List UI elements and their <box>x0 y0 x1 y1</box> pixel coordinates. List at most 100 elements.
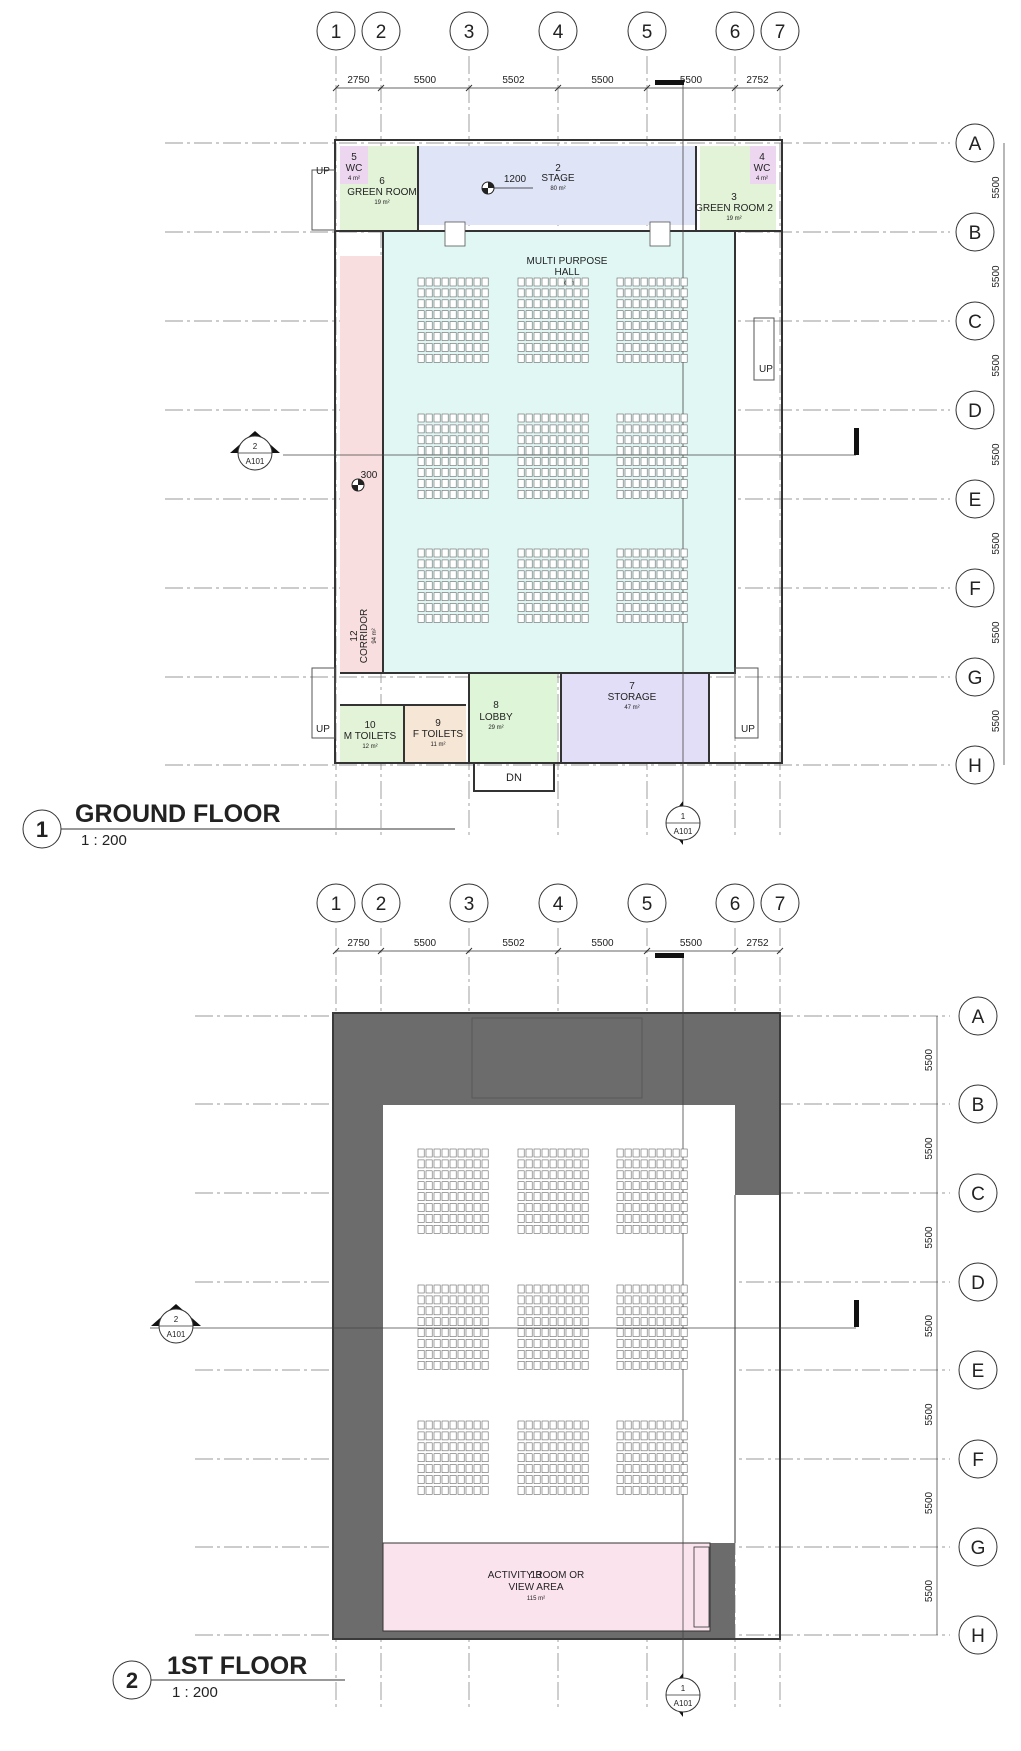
room-stage <box>418 146 696 225</box>
seat <box>457 489 465 499</box>
seat <box>525 1148 533 1158</box>
seat <box>672 1317 680 1326</box>
seat <box>441 343 449 352</box>
seat <box>533 1295 541 1305</box>
room-lobby <box>469 673 557 763</box>
dimension-label-row: 5500 <box>924 1491 935 1514</box>
seat <box>557 321 565 330</box>
seat <box>648 1225 656 1234</box>
seat <box>517 570 525 580</box>
seat <box>457 1361 465 1370</box>
seat <box>616 1464 624 1473</box>
seat <box>533 1442 541 1452</box>
seat <box>473 1361 481 1370</box>
section-marker-number: 1 <box>681 812 686 821</box>
seat <box>632 1339 640 1348</box>
seat <box>533 1361 541 1370</box>
seat <box>481 288 489 298</box>
seat <box>481 435 489 445</box>
seat <box>417 1317 425 1326</box>
seat <box>433 592 441 601</box>
seat <box>433 1453 441 1462</box>
seat <box>624 424 632 434</box>
seat <box>565 1214 573 1223</box>
seat <box>640 424 648 434</box>
seat <box>449 321 457 330</box>
dimension-tick <box>332 84 340 92</box>
seat <box>541 614 549 623</box>
seat <box>417 446 425 456</box>
seat <box>672 1295 680 1305</box>
seat <box>441 321 449 330</box>
seat <box>664 1170 672 1180</box>
seat <box>664 1442 672 1452</box>
seat <box>449 1295 457 1305</box>
seat <box>525 1317 533 1326</box>
seat <box>457 1350 465 1359</box>
seat <box>573 1453 581 1462</box>
seat <box>565 548 573 558</box>
seat <box>616 288 624 298</box>
seat <box>525 1328 533 1337</box>
seat <box>624 1306 632 1316</box>
seat <box>441 277 449 287</box>
seat <box>557 277 565 287</box>
seat <box>632 1350 640 1359</box>
room-activity <box>382 1542 711 1632</box>
grid-bubble-column <box>538 11 578 51</box>
seat <box>573 1464 581 1473</box>
seat <box>473 1203 481 1212</box>
seat <box>473 277 481 287</box>
seat <box>664 1225 672 1234</box>
seat <box>648 1361 656 1370</box>
seat <box>557 1361 565 1370</box>
seat <box>656 435 664 445</box>
seat <box>481 1214 489 1223</box>
seat <box>533 489 541 499</box>
seat <box>433 1350 441 1359</box>
seat <box>680 592 688 601</box>
seat <box>441 299 449 309</box>
dimension-label: 2750 <box>347 938 370 949</box>
seat <box>640 1306 648 1316</box>
seat <box>425 1284 433 1294</box>
seat <box>680 1328 688 1337</box>
seat <box>648 1442 656 1452</box>
seat <box>656 1420 664 1430</box>
seat <box>656 1464 664 1473</box>
seat <box>473 446 481 456</box>
seat <box>417 1170 425 1180</box>
seat <box>632 1453 640 1462</box>
seat <box>541 1214 549 1223</box>
seat <box>632 559 640 569</box>
seat <box>581 1361 589 1370</box>
seat <box>680 1361 688 1370</box>
seat <box>557 603 565 612</box>
seat <box>549 321 557 330</box>
seat <box>457 1148 465 1158</box>
seat <box>680 435 688 445</box>
seat <box>457 321 465 330</box>
seat <box>581 614 589 623</box>
seat <box>457 1284 465 1294</box>
seat <box>425 1350 433 1359</box>
seat <box>433 1225 441 1234</box>
seat <box>449 1361 457 1370</box>
seat <box>433 1317 441 1326</box>
seat <box>648 603 656 612</box>
seat <box>473 1159 481 1169</box>
seat <box>425 343 433 352</box>
seat <box>517 581 525 591</box>
seat <box>449 1306 457 1316</box>
seat <box>517 321 525 330</box>
seat <box>664 468 672 477</box>
seat <box>672 603 680 612</box>
seat <box>425 446 433 456</box>
seat <box>473 435 481 445</box>
seat <box>525 468 533 477</box>
seat <box>624 1170 632 1180</box>
seat <box>473 548 481 558</box>
stage-steps-right <box>649 221 671 247</box>
seat <box>517 592 525 601</box>
seat <box>616 1317 624 1326</box>
